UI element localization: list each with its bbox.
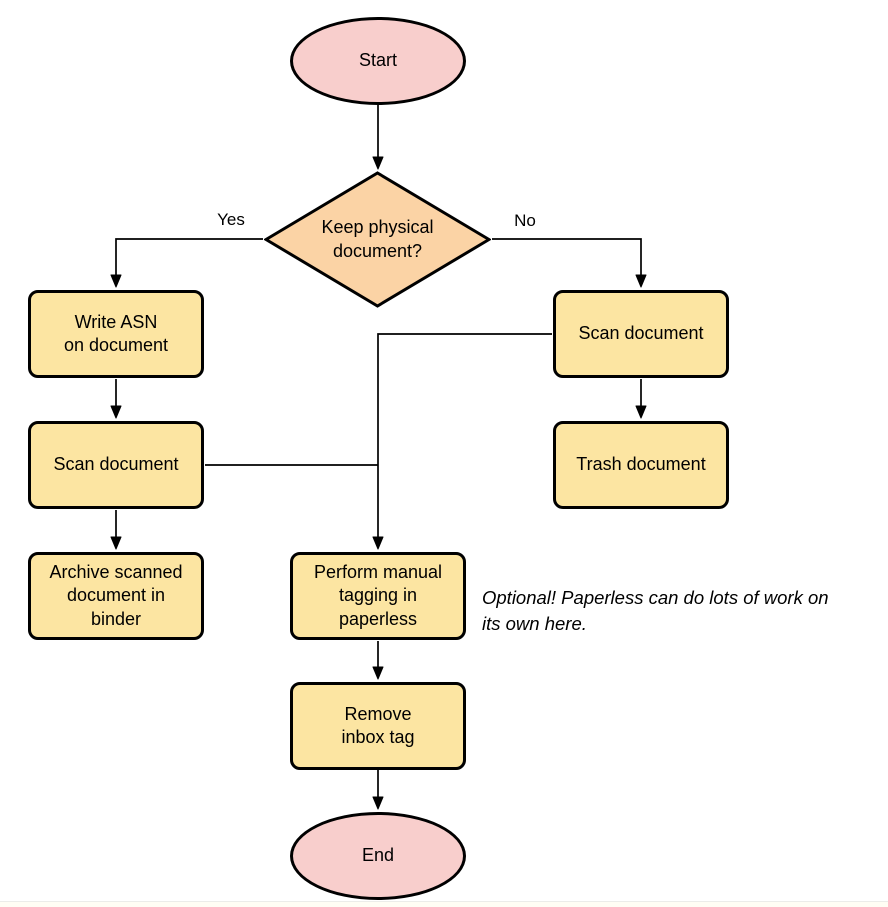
edge-label-yes: Yes — [209, 210, 253, 230]
end-node: End — [290, 812, 466, 900]
edge-decision-yes-to-write-asn — [110, 238, 263, 288]
process-node-scan-document-left: Scan document — [28, 421, 204, 509]
process-node-write-asn: Write ASN on document — [28, 290, 204, 378]
process-node-trash-document: Trash document — [553, 421, 729, 509]
decision-node-keep-physical-document: Keep physical document? — [264, 171, 491, 308]
diamond-shape — [264, 171, 491, 308]
edge-scan-right-to-tagging — [372, 333, 552, 550]
process-node-manual-tagging: Perform manual tagging in paperless — [290, 552, 466, 640]
start-node: Start — [290, 17, 466, 105]
edge-label-no: No — [506, 211, 544, 231]
page-bottom-edge — [0, 901, 888, 907]
process-node-remove-inbox-tag: Remove inbox tag — [290, 682, 466, 770]
annotation-optional-note: Optional! Paperless can do lots of work … — [482, 587, 829, 635]
process-node-archive-scanned-document: Archive scanned document in binder — [28, 552, 204, 640]
process-node-scan-document-right: Scan document — [553, 290, 729, 378]
edge-decision-no-to-scan-right — [492, 238, 647, 288]
decision-label: Keep physical document? — [321, 217, 434, 261]
